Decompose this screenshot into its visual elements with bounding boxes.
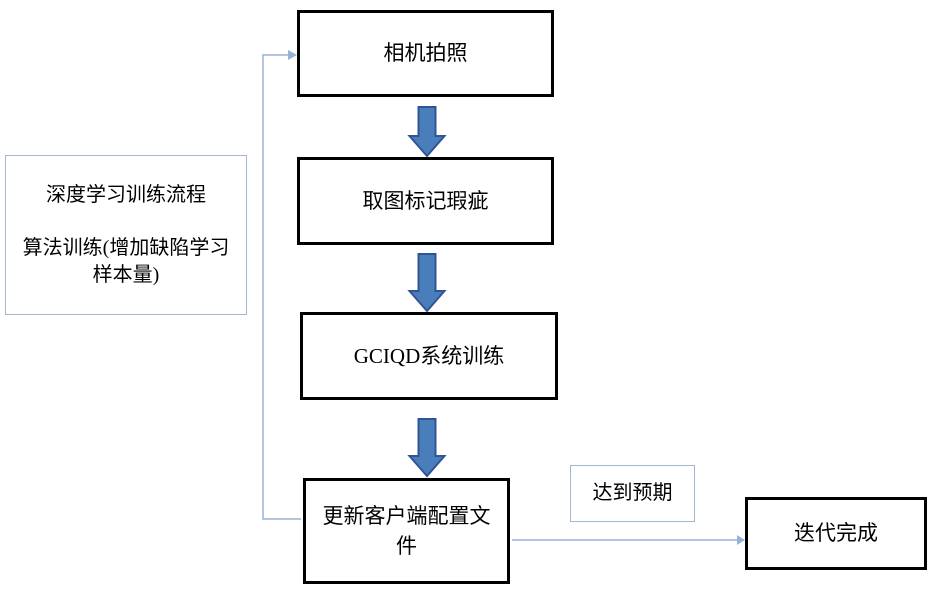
node-update-client-config-label: 更新客户端配置文件: [322, 503, 491, 558]
node-camera-photo-label: 相机拍照: [383, 41, 468, 66]
node-gciqd-training-label: GCIQD系统训练: [353, 343, 505, 368]
node-update-client-config: 更新客户端配置文件: [303, 478, 510, 584]
node-mark-defects: 取图标记瑕疵: [297, 157, 554, 245]
node-mark-defects-label: 取图标记瑕疵: [362, 188, 489, 213]
node-gciqd-training: GCIQD系统训练: [300, 312, 558, 400]
block-arrow-down-3: [407, 418, 447, 478]
node-camera-photo: 相机拍照: [297, 10, 554, 97]
note-training-process-line1: 深度学习训练流程: [46, 183, 206, 206]
label-reached-expectation-text: 达到预期: [592, 482, 673, 504]
node-iteration-complete-label: 迭代完成: [794, 521, 878, 546]
note-training-process: 深度学习训练流程 算法训练(增加缺陷学习样本量): [5, 155, 247, 315]
block-arrow-down-2: [407, 253, 447, 313]
feedback-connector-line: [262, 54, 301, 520]
note-training-process-line2: 算法训练(增加缺陷学习样本量): [22, 236, 230, 286]
feedback-connector-arrowhead-icon: [288, 50, 297, 60]
label-reached-expectation: 达到预期: [570, 465, 695, 522]
block-arrow-down-1: [407, 106, 447, 158]
node-iteration-complete: 迭代完成: [745, 497, 927, 570]
result-connector-arrowhead-icon: [737, 535, 745, 545]
